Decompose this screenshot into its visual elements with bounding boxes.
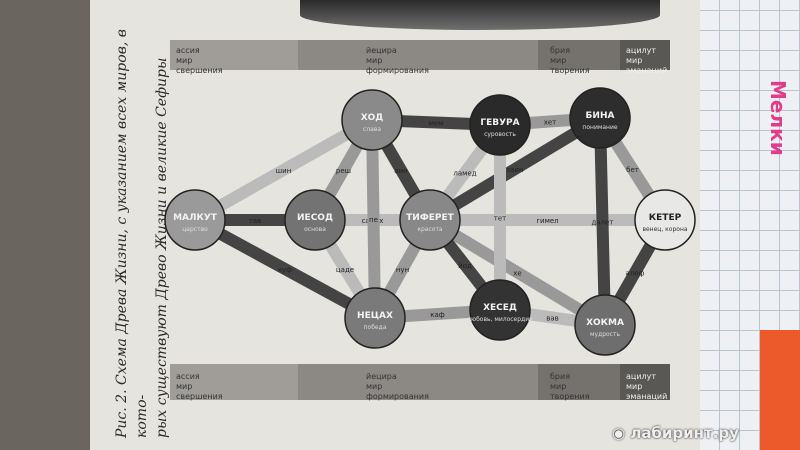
sephira-circle: [341, 89, 403, 151]
sephira-keter: КЕТЕР венец, корона: [634, 189, 696, 251]
sephira-bina: БИНА понимание: [569, 87, 631, 149]
sephira-circle: [569, 87, 631, 149]
sephira-name: ИЕСОД: [297, 213, 333, 223]
sephira-meaning: понимание: [582, 124, 617, 131]
sephira-hesed: ХЕСЕД любовь, милосердие: [467, 279, 533, 341]
path-label: ламед: [453, 170, 476, 178]
sephira-name: ГЕВУРА: [480, 118, 519, 128]
sephira-netzah: НЕЦАХ победа: [344, 287, 406, 349]
sephira-circle: [469, 279, 531, 341]
path-label: аин: [394, 167, 407, 175]
sephira-name: НЕЦАХ: [357, 311, 393, 321]
path-label: гимел: [536, 217, 558, 225]
path-label: вав: [546, 315, 559, 323]
sephira-circle: [634, 189, 696, 251]
sephira-malkhut: МАЛКУТ царство: [164, 189, 226, 251]
path-label: каф: [430, 311, 445, 319]
path-label: реш: [336, 167, 351, 175]
sephira-circle: [399, 189, 461, 251]
sephira-yesod: ИЕСОД основа: [284, 189, 346, 251]
path-label: бет: [626, 166, 639, 174]
path-label: цаде: [336, 266, 354, 274]
path-заин: [426, 112, 604, 226]
sephira-meaning: мудрость: [590, 331, 620, 338]
sephira-meaning: царство: [182, 226, 208, 233]
world-band-bottom: [170, 364, 670, 400]
sephira-circle: [574, 294, 636, 356]
sephira-circle: [164, 189, 226, 251]
path-label: хет: [544, 119, 557, 127]
path-шин: [192, 114, 375, 226]
path-label: хе: [513, 270, 521, 278]
path-пе: [366, 119, 381, 319]
path-label: далет: [592, 219, 614, 227]
path-label: нун: [396, 266, 409, 274]
sephira-circle: [344, 287, 406, 349]
path-далет: [594, 117, 611, 326]
path-label: куф: [278, 266, 292, 274]
path-хе: [426, 214, 609, 331]
sephira-tiferet: ТИФЕРЕТ красота: [399, 189, 461, 251]
world-band-top: [170, 40, 670, 70]
sephira-hokhma: ХОКМА мудрость: [574, 294, 636, 356]
maze-logo-icon: ◉: [612, 424, 626, 442]
path-label: тав: [249, 217, 262, 225]
path-label: йод: [458, 262, 472, 270]
sephira-name: МАЛКУТ: [173, 213, 218, 223]
sephira-name: БИНА: [586, 111, 615, 121]
path-label: шин: [276, 167, 292, 175]
orange-notebook-edge: [760, 330, 800, 450]
watermark-text: лабиринт.ру: [630, 424, 739, 442]
sephira-meaning: победа: [364, 324, 387, 331]
sephira-meaning: любовь, милосердие: [467, 316, 533, 323]
sephira-gevura: ГЕВУРА суровость: [469, 94, 531, 156]
sephira-meaning: слава: [363, 126, 381, 133]
path-label: тет: [494, 215, 506, 223]
sephira-hod: ХОД слава: [341, 89, 403, 151]
sephira-meaning: основа: [304, 226, 326, 233]
sephira-name: ТИФЕРЕТ: [406, 213, 454, 223]
sephira-meaning: суровость: [484, 131, 516, 138]
sephira-circle: [284, 189, 346, 251]
sephira-name: ХОКМА: [586, 318, 624, 328]
path-куф: [192, 214, 378, 324]
sephira-name: КЕТЕР: [649, 213, 682, 223]
path-label: заин: [506, 166, 523, 174]
watermark: ◉ лабиринт.ру: [612, 424, 739, 442]
sephira-circle: [469, 94, 531, 156]
sephira-name: ХОД: [361, 113, 384, 123]
page-top-shadow: [300, 0, 660, 30]
sephira-meaning: венец, корона: [642, 226, 687, 233]
path-label: пе: [369, 216, 378, 224]
path-label: алеф: [625, 270, 644, 278]
pink-scribble: Мелки: [766, 80, 790, 156]
sephira-name: ХЕСЕД: [483, 303, 517, 313]
path-label: мем: [429, 120, 444, 128]
sephira-meaning: красота: [417, 226, 443, 233]
